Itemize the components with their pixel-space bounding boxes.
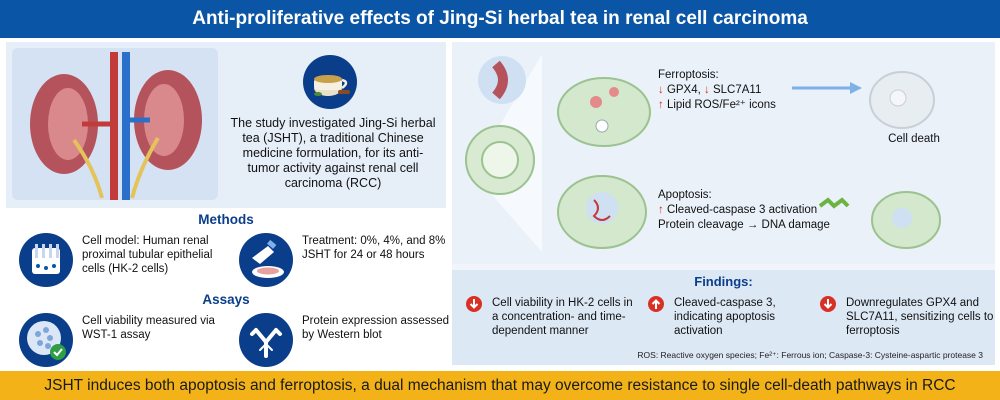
method-item-treatment: Treatment: 0%, 4%, and 8% JSHT for 24 or… (238, 232, 448, 298)
pipette-dish-icon (238, 232, 294, 288)
up-arrow-icon: ↑ (658, 99, 664, 111)
page-title: Anti-proliferative effects of Jing-Si he… (0, 0, 1000, 38)
apoptosis-line-1: ↑ Cleaved-caspase 3 activation (658, 203, 838, 218)
method-item-cell-model: Cell model: Human renal proximal tubular… (18, 232, 228, 298)
assay-item-western-blot: Protein expression assessed by Western b… (238, 312, 449, 378)
lipid-ros-label: Lipid ROS/Fe²⁺ icons (663, 99, 776, 111)
ferroptosis-title: Ferroptosis: (658, 69, 719, 81)
findings-title: Findings: (694, 274, 753, 289)
apoptosis-cell-icon (557, 175, 647, 249)
method-item-text: Cell model: Human renal proximal tubular… (82, 235, 213, 275)
method-item-text: Treatment: 0%, 4%, and 8% JSHT for 24 or… (302, 235, 446, 261)
ferroptosis-line-2: ↑ Lipid ROS/Fe²⁺ icons (658, 98, 818, 113)
intro-section: The study investigated Jing-Si herbal te… (6, 42, 446, 208)
assay-item-text: Protein expression assessed by Western b… (302, 315, 450, 341)
caspase-label: Cleaved-caspase 3 activation (663, 204, 818, 216)
ferroptosis-cell-icon (557, 77, 651, 147)
down-arrow-badge-icon (820, 296, 836, 312)
cell-death-label: Cell death (888, 133, 940, 145)
dead-cell-icon (869, 71, 935, 129)
assays-title: Assays (202, 292, 250, 307)
assay-item-text: Cell viability measured via WST-1 assay (82, 315, 215, 341)
antibody-icon (238, 312, 294, 368)
down-arrow-icon: ↓ (704, 84, 710, 96)
intro-text: The study investigated Jing-Si herbal te… (230, 116, 436, 190)
down-arrow-icon: ↓ (658, 84, 664, 96)
up-arrow-icon: ↑ (658, 204, 664, 216)
mini-kidney-shape (492, 60, 508, 100)
apoptosis-line-2: Protein cleavage → DNA damage (658, 219, 830, 231)
mechanism-diagram (465, 54, 941, 252)
finding-text: Cell viability in HK-2 cells in a concen… (492, 297, 633, 337)
apoptosis-title: Apoptosis: (658, 189, 712, 201)
ferroptosis-line-1: ↓ GPX4, ↓ SLC7A11 (658, 83, 818, 98)
apoptotic-cell-icon (871, 191, 941, 249)
kidney-icon (30, 52, 202, 200)
up-arrow-badge-icon (648, 296, 664, 312)
cell-culture-icon (18, 232, 74, 288)
mechanism-section: Ferroptosis: ↓ GPX4, ↓ SLC7A11 ↑ Lipid R… (452, 42, 995, 264)
conclusion-banner: JSHT induces both apoptosis and ferropto… (0, 371, 1000, 400)
assay-item-viability: Cell viability measured via WST-1 assay (18, 312, 228, 378)
abbreviation-footnote: ROS: Reactive oxygen species; Fe²⁺: Ferr… (637, 350, 983, 360)
right-panel: Ferroptosis: ↓ GPX4, ↓ SLC7A11 ↑ Lipid R… (452, 42, 995, 365)
arrow-head (850, 82, 862, 94)
methods-title: Methods (198, 212, 254, 227)
gpx4-label: GPX4, (663, 84, 705, 96)
finding-text: Downregulates GPX4 and SLC7A11, sensitiz… (846, 297, 994, 337)
down-arrow-badge-icon (466, 296, 482, 312)
finding-text: Cleaved-caspase 3, indicating apoptosis … (674, 297, 776, 337)
apoptosis-text: Apoptosis: ↑ Cleaved-caspase 3 activatio… (658, 188, 838, 233)
tubule-icon (465, 125, 535, 195)
protein-cleavage-icon (818, 197, 850, 209)
tea-cup-icon (302, 54, 358, 110)
ferroptosis-text: Ferroptosis: ↓ GPX4, ↓ SLC7A11 ↑ Lipid R… (658, 68, 818, 113)
left-panel: The study investigated Jing-Si herbal te… (6, 42, 449, 367)
cells-check-icon (18, 312, 74, 368)
slc7a11-label: SLC7A11 (709, 84, 762, 96)
kidney-illustration (12, 48, 218, 200)
findings-section: Findings: Cell viability in HK-2 cells i… (452, 270, 995, 365)
